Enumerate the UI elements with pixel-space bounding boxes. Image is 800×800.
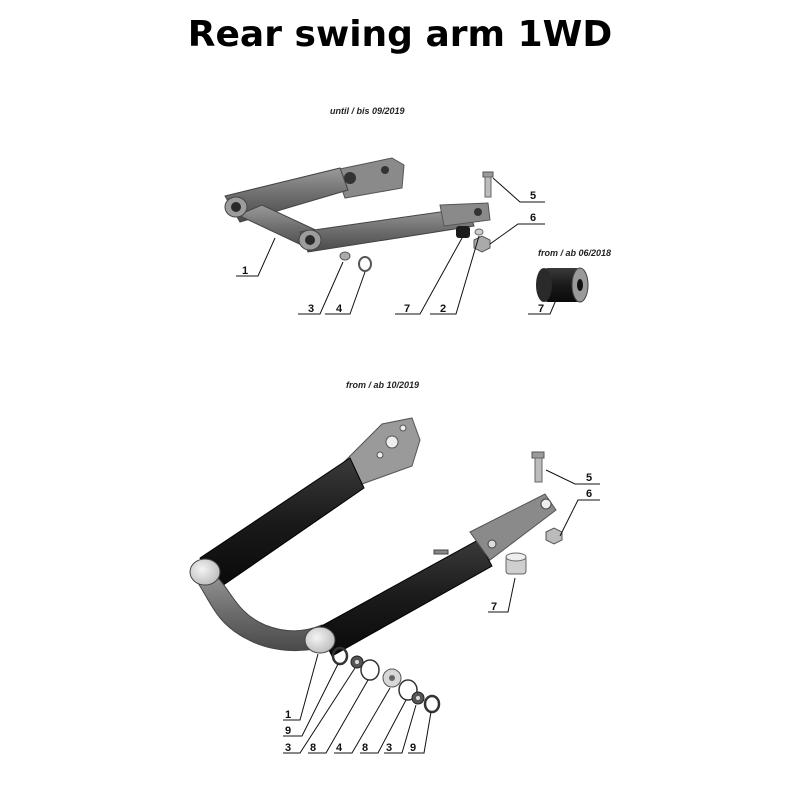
bearing-stack (331, 646, 441, 714)
callout-label: 7 (404, 303, 410, 315)
top-swing-arm (224, 157, 491, 253)
callout-label: 9 (285, 725, 291, 737)
inset-caption: from / ab 06/2018 (538, 248, 612, 258)
callout-label: 1 (285, 709, 291, 721)
callout-label: 2 (440, 303, 446, 315)
bottom-diagram-caption: from / ab 10/2019 (346, 380, 420, 390)
callout-label: 8 (310, 742, 316, 754)
ring-part-4 (358, 256, 372, 272)
callout-label: 5 (586, 472, 592, 484)
bushing-part-7-bottom (505, 552, 527, 575)
callout-label: 7 (491, 601, 497, 613)
sleeve-part-3 (339, 251, 351, 261)
callout-label: 8 (362, 742, 368, 754)
callout-label: 3 (308, 303, 314, 315)
bottom-swing-arm (189, 417, 557, 657)
callout-label: 4 (336, 303, 343, 315)
callout-label: 9 (410, 742, 416, 754)
bolt-part-5-bottom (531, 451, 545, 483)
top-diagram-caption: until / bis 09/2019 (330, 106, 405, 116)
bolt-part-5 (482, 171, 494, 198)
washer-part-2 (474, 228, 484, 236)
callout-label: 1 (242, 265, 248, 277)
callout-label: 5 (530, 190, 536, 202)
bottom-callouts: 5 6 7 1 9 3 8 4 8 3 9 (283, 469, 600, 754)
inset-bushing-part-7 (536, 267, 589, 303)
nut-part-6-bottom (545, 527, 563, 545)
callout-label: 3 (386, 742, 392, 754)
callout-label: 4 (336, 742, 343, 754)
top-callouts: 1 3 4 7 2 5 6 7 (236, 177, 557, 315)
callout-label: 6 (530, 212, 536, 224)
callout-label: 6 (586, 488, 592, 500)
callout-label: 3 (285, 742, 291, 754)
callout-label: 7 (538, 303, 544, 315)
page-title: Rear swing arm 1WD (187, 14, 613, 55)
